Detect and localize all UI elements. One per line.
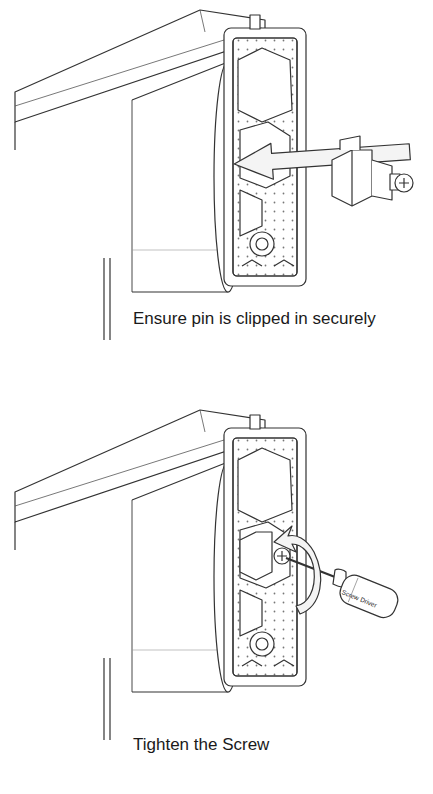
step-caption: Ensure pin is clipped in securely [133,309,376,329]
pin-clip [332,136,413,206]
step-caption: Tighten the Screw [133,735,269,755]
rotate-arrow [274,526,321,614]
headrail-bottom [15,410,306,740]
